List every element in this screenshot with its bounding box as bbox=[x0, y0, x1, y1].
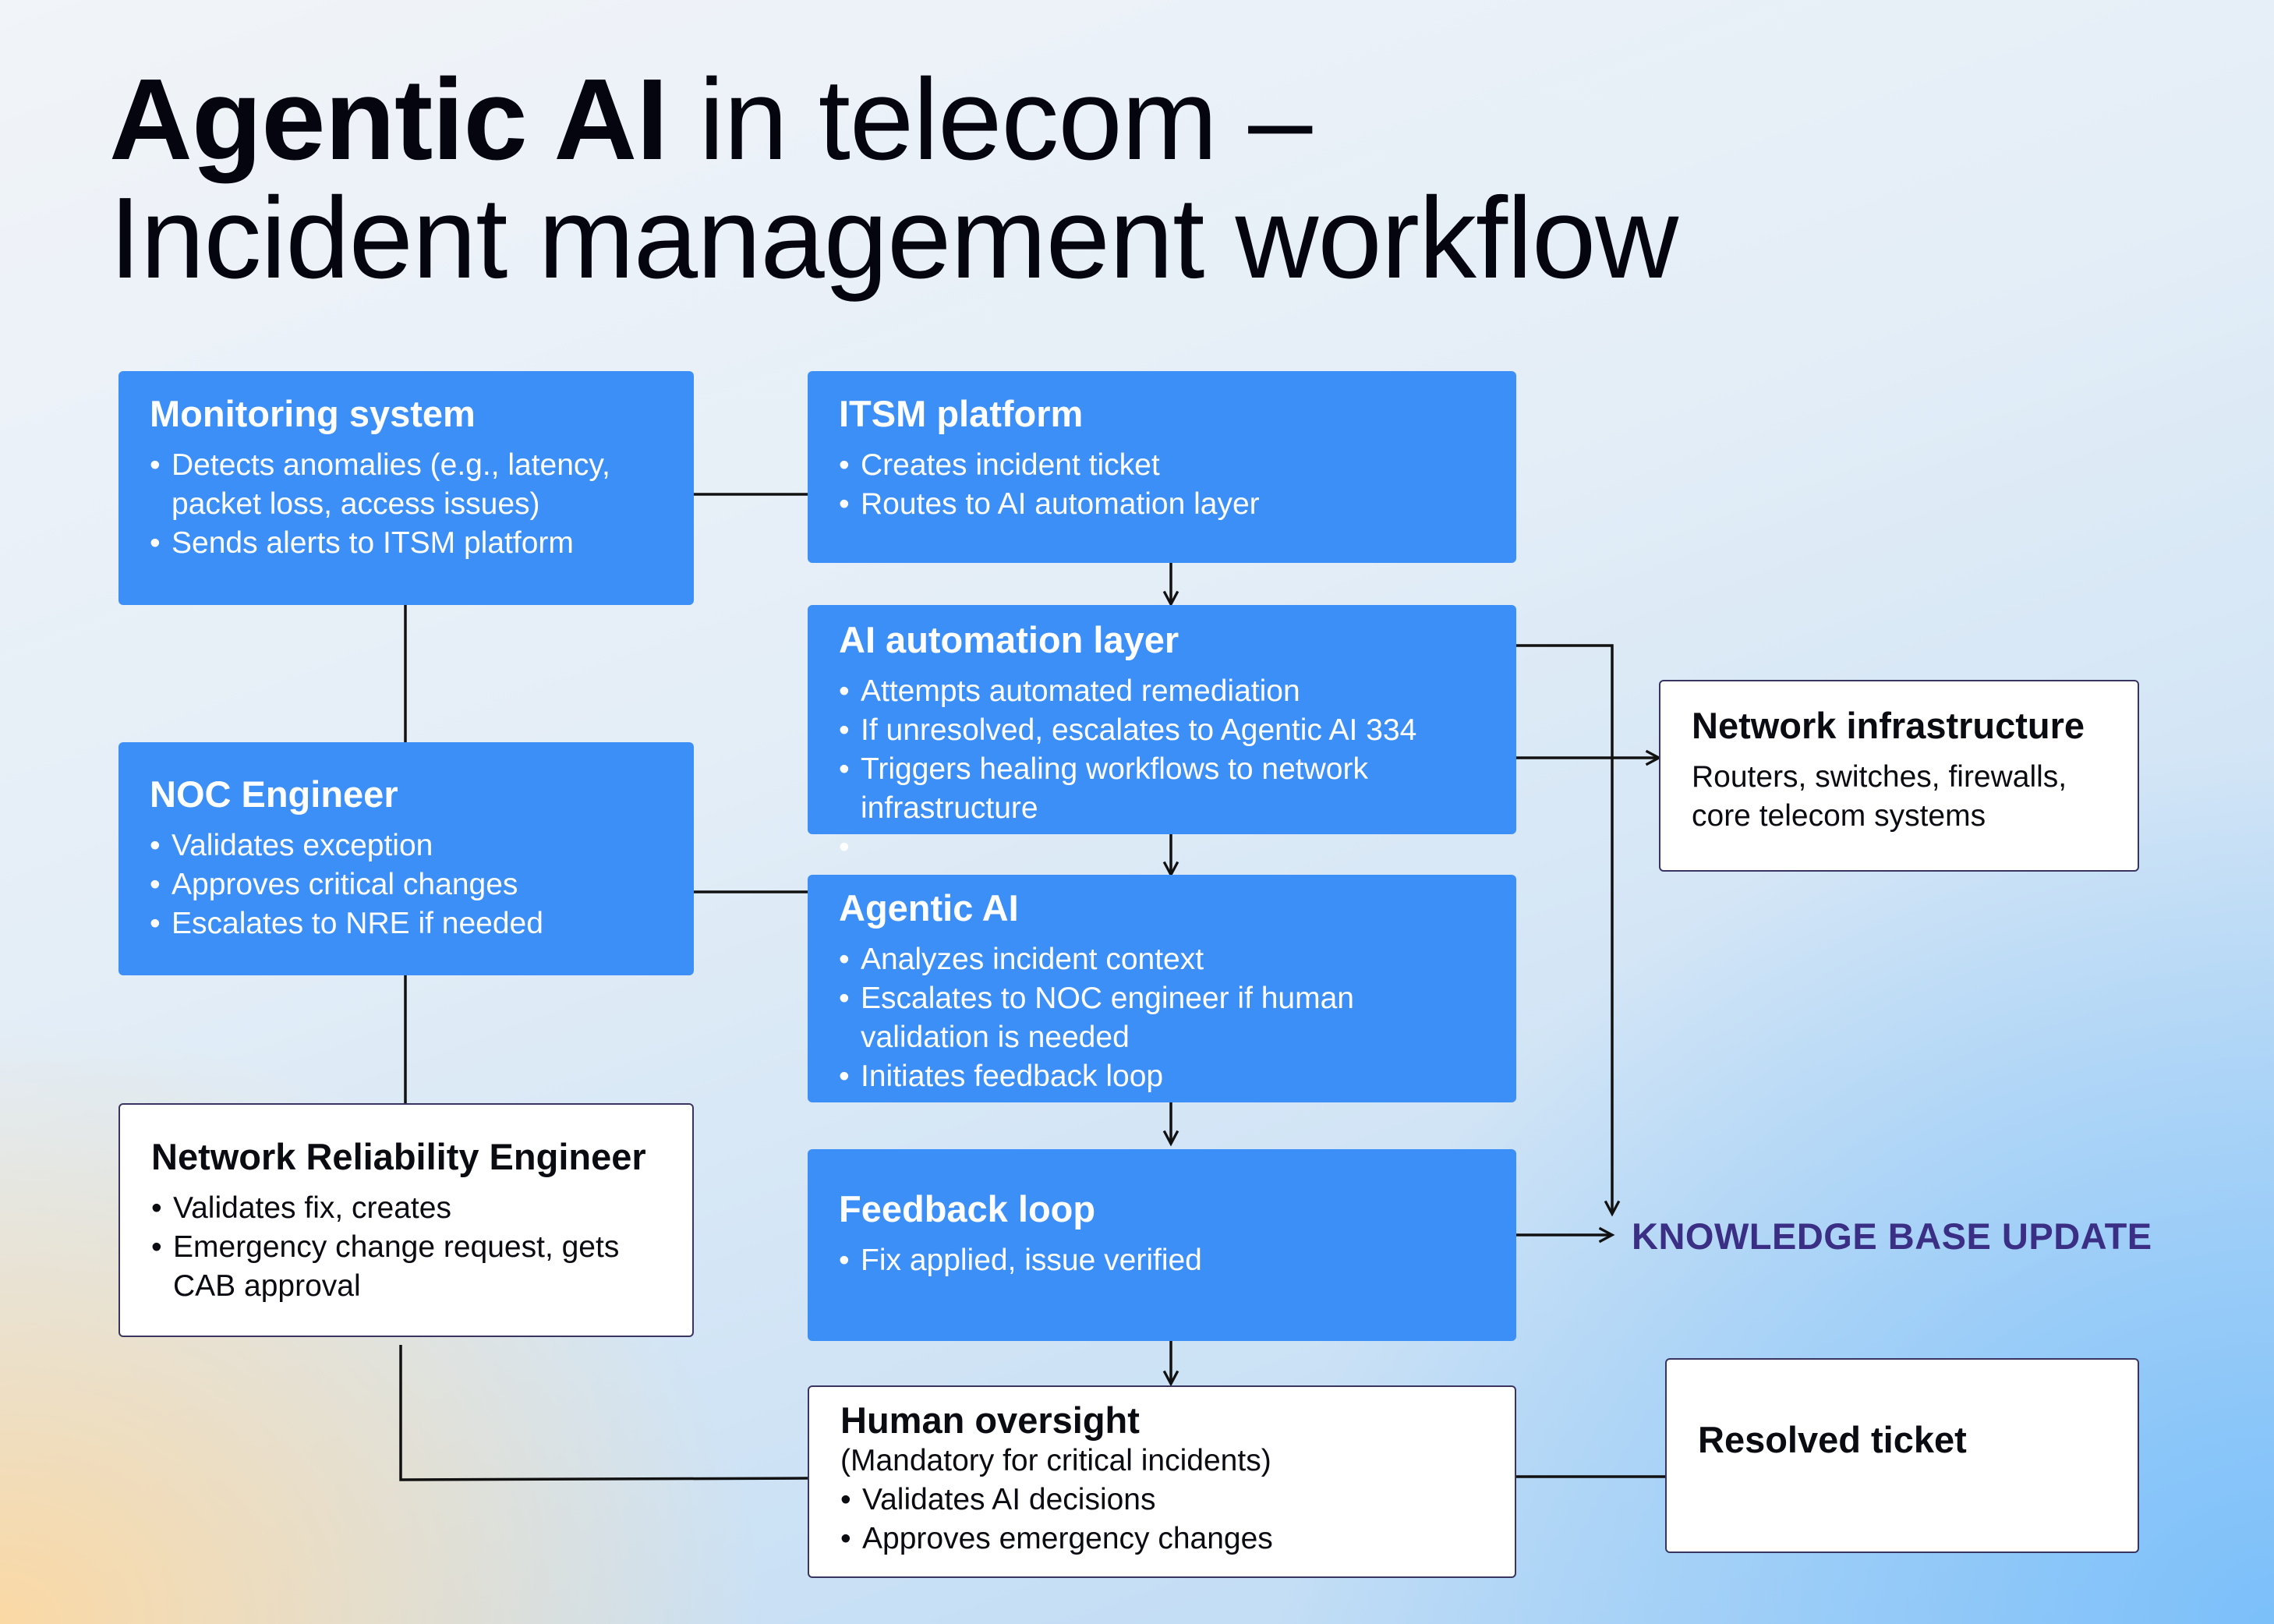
network-reliability-engineer-list: Validates fix, creates Emergency change … bbox=[151, 1189, 661, 1306]
list-item: Analyzes incident context bbox=[839, 940, 1485, 979]
page-title: Agentic AI in telecom – Incident managem… bbox=[109, 61, 1678, 298]
agentic-ai-title: Agentic AI bbox=[839, 887, 1019, 929]
list-item: Validates AI decisions bbox=[840, 1481, 1484, 1520]
human-oversight-box: Human oversight (Mandatory for critical … bbox=[808, 1385, 1516, 1578]
list-item: Sends alerts to ITSM platform bbox=[150, 524, 663, 563]
ai-automation-layer-list: Attempts automated remediation If unreso… bbox=[839, 672, 1485, 867]
arrow-ai-kb bbox=[1516, 644, 1612, 1214]
title-bold: Agentic AI bbox=[109, 55, 668, 184]
ai-automation-layer-box: AI automation layer Attempts automated r… bbox=[808, 605, 1516, 834]
itsm-platform-box: ITSM platform Creates incident ticket Ro… bbox=[808, 371, 1516, 563]
list-item: Validates fix, creates bbox=[151, 1189, 661, 1228]
list-item: Escalates to NRE if needed bbox=[150, 904, 663, 943]
ai-automation-layer-title: AI automation layer bbox=[839, 619, 1179, 660]
feedback-loop-box: Feedback loop Fix applied, issue verifie… bbox=[808, 1149, 1516, 1341]
list-item bbox=[839, 828, 1485, 867]
list-item: Fix applied, issue verified bbox=[839, 1241, 1485, 1280]
network-infrastructure-text: Routers, switches, firewalls, core telec… bbox=[1692, 760, 2067, 833]
human-oversight-title: Human oversight bbox=[840, 1399, 1140, 1441]
resolved-ticket-box: Resolved ticket bbox=[1665, 1358, 2139, 1553]
monitoring-system-list: Detects anomalies (e.g., latency, packet… bbox=[150, 446, 663, 563]
list-item: Approves emergency changes bbox=[840, 1520, 1484, 1559]
itsm-platform-list: Creates incident ticket Routes to AI aut… bbox=[839, 446, 1485, 524]
resolved-ticket-title: Resolved ticket bbox=[1698, 1419, 1967, 1460]
list-item: Escalates to NOC engineer if human valid… bbox=[839, 979, 1485, 1057]
list-item: Emergency change request, gets CAB appro… bbox=[151, 1228, 661, 1306]
list-item: Attempts automated remediation bbox=[839, 672, 1485, 711]
itsm-platform-title: ITSM platform bbox=[839, 393, 1084, 434]
agentic-ai-box: Agentic AI Analyzes incident context Esc… bbox=[808, 875, 1516, 1102]
network-infrastructure-box: Network infrastructure Routers, switches… bbox=[1659, 680, 2139, 872]
title-line1-rest: in telecom – bbox=[667, 55, 1312, 184]
human-oversight-list: Validates AI decisions Approves emergenc… bbox=[840, 1481, 1484, 1559]
list-item: Detects anomalies (e.g., latency, packet… bbox=[150, 446, 663, 524]
agentic-ai-list: Analyzes incident context Escalates to N… bbox=[839, 940, 1485, 1096]
list-item: Initiates feedback loop bbox=[839, 1057, 1485, 1096]
noc-engineer-box: NOC Engineer Validates exception Approve… bbox=[118, 742, 694, 975]
network-reliability-engineer-title: Network Reliability Engineer bbox=[151, 1136, 646, 1177]
noc-engineer-title: NOC Engineer bbox=[150, 773, 398, 815]
human-oversight-subtitle: (Mandatory for critical incidents) bbox=[840, 1444, 1271, 1477]
list-item: Approves critical changes bbox=[150, 865, 663, 904]
list-item: Validates exception bbox=[150, 826, 663, 865]
network-reliability-engineer-box: Network Reliability Engineer Validates f… bbox=[118, 1103, 694, 1337]
list-item: Routes to AI automation layer bbox=[839, 485, 1485, 524]
monitoring-system-title: Monitoring system bbox=[150, 393, 476, 434]
list-item: If unresolved, escalates to Agentic AI 3… bbox=[839, 711, 1485, 750]
noc-engineer-list: Validates exception Approves critical ch… bbox=[150, 826, 663, 943]
list-item: Triggers healing workflows to network in… bbox=[839, 750, 1485, 828]
list-item: Creates incident ticket bbox=[839, 446, 1485, 485]
network-infrastructure-title: Network infrastructure bbox=[1692, 705, 2085, 746]
monitoring-system-box: Monitoring system Detects anomalies (e.g… bbox=[118, 371, 694, 605]
knowledge-base-update-label: KNOWLEDGE BASE UPDATE bbox=[1632, 1215, 2152, 1257]
title-line2: Incident management workflow bbox=[109, 174, 1678, 303]
line-nre-human bbox=[399, 1345, 808, 1481]
feedback-loop-title: Feedback loop bbox=[839, 1188, 1096, 1229]
feedback-loop-list: Fix applied, issue verified bbox=[839, 1241, 1485, 1280]
